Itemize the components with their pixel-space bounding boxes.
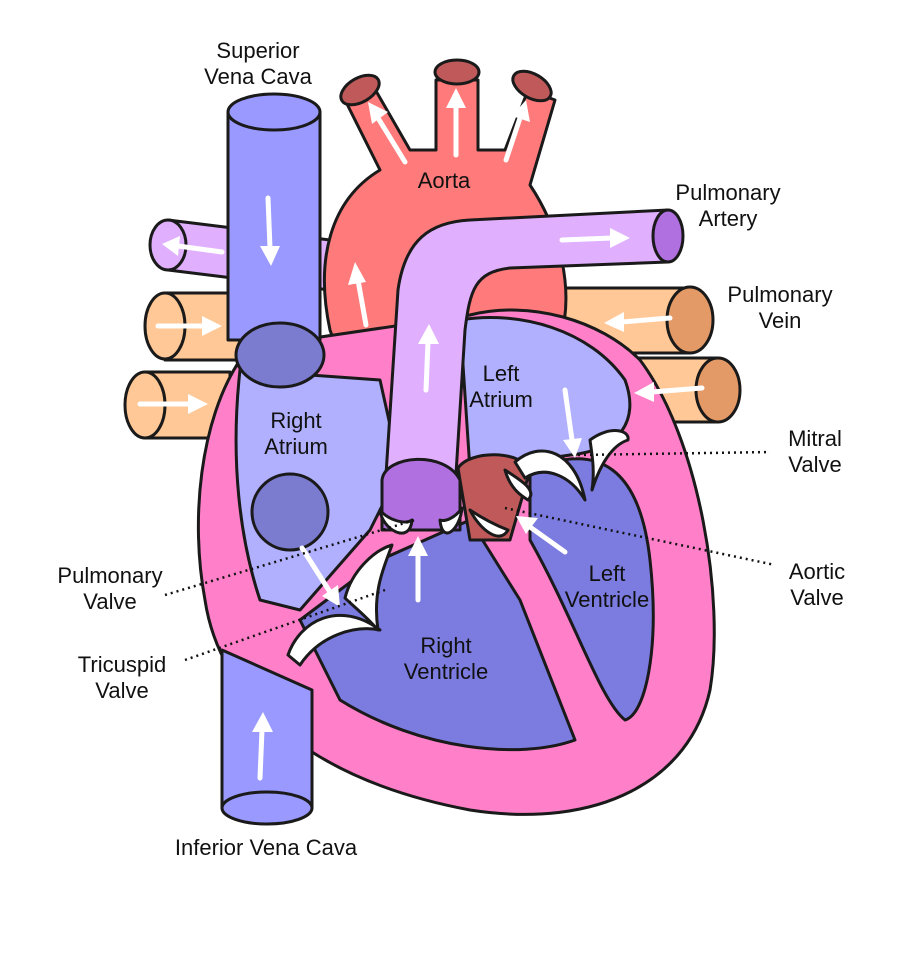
arrow-aorta-right xyxy=(503,115,523,163)
arrow-ra-to-rv xyxy=(299,545,333,595)
label-left-ventricle-2: Ventricle xyxy=(565,587,649,612)
label-superior-vena-cava-1: Superior xyxy=(216,38,299,63)
label-tricuspid-valve-1: Tricuspid xyxy=(78,652,166,677)
label-mitral-valve-1: Mitral xyxy=(788,426,842,451)
arrow-svc xyxy=(265,195,273,251)
mitral-valve xyxy=(513,429,630,502)
leader-lines xyxy=(164,450,776,662)
label-left-ventricle-1: Left xyxy=(589,561,626,586)
label-pulmonary-vein-1: Pulmonary xyxy=(727,282,832,307)
label-pulmonary-artery-2: Artery xyxy=(699,206,758,231)
label-right-atrium-1: Right xyxy=(270,408,321,433)
leader-aortic-valve xyxy=(504,506,776,567)
arrow-pulmonary-artery-right xyxy=(559,235,615,243)
arrow-aorta-ascending xyxy=(355,277,369,328)
label-left-atrium-2: Atrium xyxy=(469,387,533,412)
label-mitral-valve-2: Valve xyxy=(788,452,841,477)
aortic-valve xyxy=(456,453,533,542)
label-right-ventricle-2: Ventricle xyxy=(404,659,488,684)
label-aortic-valve-2: Valve xyxy=(790,585,843,610)
arrow-pulmonary-trunk xyxy=(423,339,431,393)
label-tricuspid-valve-2: Valve xyxy=(95,678,148,703)
arrow-lv-to-aorta xyxy=(527,524,568,555)
label-aortic-valve-1: Aortic xyxy=(789,559,845,584)
arrow-pulmonary-artery-left xyxy=(175,243,225,255)
label-aorta: Aorta xyxy=(418,168,471,193)
label-superior-vena-cava-2: Vena Cava xyxy=(204,64,312,89)
label-right-atrium-2: Atrium xyxy=(264,434,328,459)
pulmonary-valve xyxy=(378,457,464,535)
arrow-ivc xyxy=(257,727,265,781)
arrow-aorta-left xyxy=(375,115,408,165)
label-pulmonary-artery-1: Pulmonary xyxy=(675,180,780,205)
leader-mitral-valve xyxy=(577,450,771,457)
pulmonary-artery xyxy=(383,208,685,492)
flow-arrows xyxy=(137,88,705,781)
leader-pulmonary-valve xyxy=(164,518,416,597)
label-right-ventricle-1: Right xyxy=(420,633,471,658)
arrow-vein-left-lower xyxy=(649,385,705,395)
superior-vena-cava xyxy=(226,92,326,389)
label-inferior-vena-cava: Inferior Vena Cava xyxy=(175,835,358,860)
label-left-atrium-1: Left xyxy=(483,361,520,386)
arrow-la-to-lv xyxy=(562,387,575,443)
label-pulmonary-valve-2: Valve xyxy=(83,589,136,614)
label-pulmonary-vein-2: Vein xyxy=(759,308,802,333)
label-pulmonary-valve-1: Pulmonary xyxy=(57,563,162,588)
labels: Superior Vena Cava Aorta Pulmonary Arter… xyxy=(57,38,845,860)
arrow-vein-left-upper xyxy=(619,315,673,325)
tricuspid-valve xyxy=(286,543,394,667)
